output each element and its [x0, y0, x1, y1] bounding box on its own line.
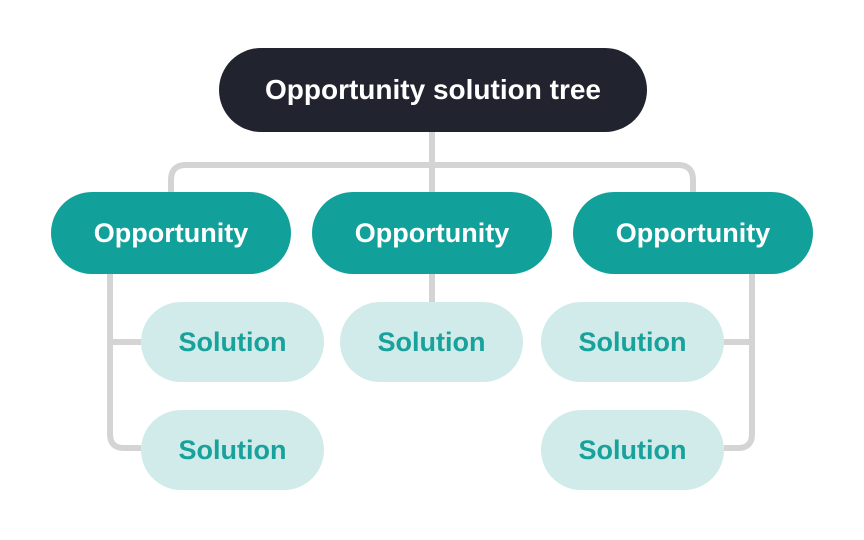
solution-node-3-2-label: Solution [578, 434, 687, 465]
opportunity-node-3-label: Opportunity [615, 217, 771, 248]
root-node: Opportunity solution tree [219, 48, 647, 132]
opportunity-node-3: Opportunity [573, 192, 813, 274]
opportunity3-solutions-connector [724, 270, 755, 451]
opportunity-node-2-label: Opportunity [354, 217, 510, 248]
solution-node-1-1: Solution [141, 302, 324, 382]
solution-node-3-1: Solution [541, 302, 724, 382]
root-to-opportunities-connector [168, 131, 696, 192]
opportunity-node-2: Opportunity [312, 192, 552, 274]
solution-node-2-1-label: Solution [377, 326, 486, 357]
root-node-label: Opportunity solution tree [265, 74, 601, 105]
opportunity-node-1: Opportunity [51, 192, 291, 274]
solution-node-2-1: Solution [340, 302, 523, 382]
solution-node-3-2: Solution [541, 410, 724, 490]
solution-node-3-1-label: Solution [578, 326, 687, 357]
opportunity1-solutions-connector [107, 270, 141, 451]
opportunity-node-1-label: Opportunity [93, 217, 249, 248]
solution-node-1-2: Solution [141, 410, 324, 490]
solution-node-1-1-label: Solution [178, 326, 287, 357]
solution-node-1-2-label: Solution [178, 434, 287, 465]
